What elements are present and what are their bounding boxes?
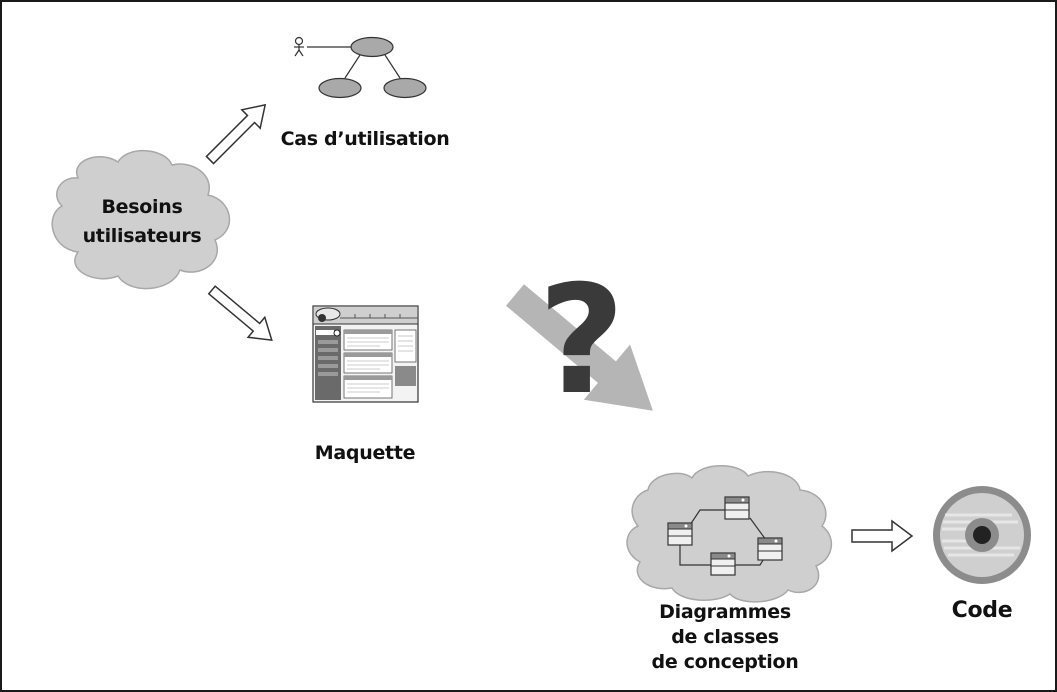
mockup-window-icon [312, 305, 419, 403]
arrow-to-use-cases-icon [205, 103, 267, 165]
besoins-cloud [51, 149, 231, 290]
use-case-ellipse-icon [383, 77, 427, 99]
user-needs-line-1: Besoins [101, 196, 183, 218]
class-diagram-line-3: de conception [651, 651, 799, 673]
arrow-to-mockup-icon [207, 285, 273, 342]
class-diagram-line-1: Diagrammes [659, 601, 791, 623]
actor-icon [294, 36, 304, 57]
use-case-ellipse-icon [318, 77, 362, 99]
mockup-label: Maquette [314, 442, 416, 464]
class-diagram-cloud [626, 465, 833, 603]
user-needs-line-2: utilisateurs [82, 225, 202, 247]
user-needs-label: Besoins utilisateurs [62, 193, 222, 251]
use-case-ellipse-icon [350, 36, 394, 58]
code-label: Code [951, 598, 1013, 623]
class-diagram-label: Diagrammes de classes de conception [625, 600, 825, 675]
cd-disc-icon [933, 486, 1031, 584]
use-case-label: Cas d’utilisation [280, 128, 450, 150]
use-case-diagram [294, 36, 427, 99]
class-box-icon [724, 496, 750, 520]
transition-arrow-icon [506, 284, 653, 411]
arrow-to-code-icon [851, 519, 914, 553]
class-box-icon [667, 522, 693, 546]
question-mark: ? [538, 254, 626, 428]
class-box-icon [757, 537, 783, 561]
class-diagram-line-2: de classes [671, 626, 779, 648]
class-box-icon [710, 552, 736, 576]
